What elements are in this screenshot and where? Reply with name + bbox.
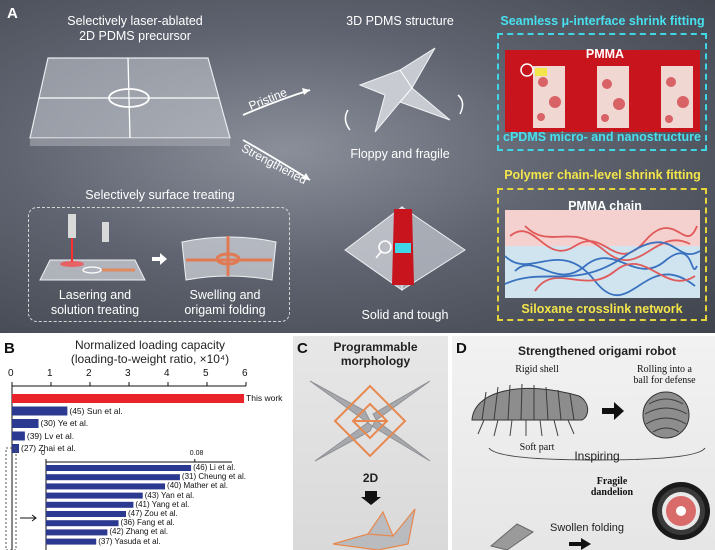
seamless-title: Seamless μ-interface shrink fitting xyxy=(500,14,705,28)
origami-2d-sheet xyxy=(309,380,431,462)
floppy-label: Floppy and fragile xyxy=(350,147,450,161)
siloxane-label: Siloxane crosslink network xyxy=(521,302,683,316)
right-arrow-icon-2 xyxy=(569,538,591,550)
main-tick-label: 2 xyxy=(86,368,92,379)
pmma-chain-label: PMMA chain xyxy=(568,199,642,213)
main-tick-label: 4 xyxy=(164,368,170,379)
main-tick-label: 3 xyxy=(125,368,131,379)
bar-2 xyxy=(12,419,39,428)
panel-d: D Strengthened origami robot Rigid shell… xyxy=(452,336,715,550)
rolling-label: Rolling into a ball for defense xyxy=(633,364,696,386)
bar-3 xyxy=(12,431,25,441)
inset-bar-label-2: (40) Mather et al. xyxy=(167,481,228,491)
main-tick-label: 5 xyxy=(203,368,209,379)
down-arrow-icon xyxy=(361,491,381,505)
bar-label-2: (30) Ye et al. xyxy=(40,418,89,428)
inset-bar-label-3: (43) Yan et al. xyxy=(144,490,195,500)
main-tick-label: 6 xyxy=(242,368,248,379)
bar-0 xyxy=(12,394,245,403)
pdms-precursor-sheet xyxy=(29,57,231,146)
fragile-label: Fragile dandelion xyxy=(590,476,634,498)
morphology-title: Programmable morphology xyxy=(333,340,418,368)
chart-title: Normalized loading capacity xyxy=(74,338,226,352)
bar-label-1: (45) Sun et al. xyxy=(69,405,123,416)
zoom-region xyxy=(5,447,17,550)
label-2d: 2D xyxy=(362,471,379,485)
chain-title: Polymer chain-level shrink fitting xyxy=(504,168,701,182)
chart-subtitle: (loading-to-weight ratio, ×10⁴) xyxy=(70,352,230,366)
bar-label-4: (27) Zhai et al. xyxy=(21,443,76,453)
inset-tick-label: 0 xyxy=(41,450,45,457)
bar-1 xyxy=(12,406,68,416)
cpdms-label: cPDMS micro- and nanostructure xyxy=(503,130,701,144)
inspiring-bracket xyxy=(488,447,706,461)
inset-bar-label-4: (41) Yang et al. xyxy=(135,499,190,509)
inset-bar-label-0: (46) Li et al. xyxy=(193,463,236,472)
panel-b-label: B xyxy=(4,340,15,357)
loading-capacity-chart xyxy=(5,382,247,550)
inset-bar-6 xyxy=(46,520,119,527)
panel-c-label: C xyxy=(297,340,308,357)
structure-title: 3D PDMS structure xyxy=(346,14,454,28)
panel-a-label: A xyxy=(7,5,18,22)
swollen-label: Swollen folding xyxy=(550,522,624,534)
inset-bar-label-5: (47) Zou et al. xyxy=(127,509,178,518)
cpdms-interface-image xyxy=(505,50,700,132)
origami-crane xyxy=(332,508,416,550)
surface-treating-box xyxy=(28,207,290,322)
robot-title: Strengthened origami robot xyxy=(517,344,676,358)
inset-bar-label-6: (36) Fang et al. xyxy=(120,518,175,528)
inset-bar-3 xyxy=(46,492,143,499)
solid-label: Solid and tough xyxy=(361,308,449,322)
rolled-ball-illustration xyxy=(642,391,690,439)
lasering-label: Lasering and solution treating xyxy=(50,288,140,317)
inset-bar-0 xyxy=(46,465,192,471)
panel-d-label: D xyxy=(456,340,467,357)
chain-box xyxy=(497,188,707,321)
inset-bar-7 xyxy=(46,529,108,536)
bar-label-3: (39) Lv et al. xyxy=(26,430,75,441)
panel-a: A Selectively laser-ablated 2D PDMS prec… xyxy=(0,0,715,333)
bar-label-0: This work xyxy=(246,393,283,403)
inset-bar-5 xyxy=(46,511,126,517)
branch-arrows xyxy=(242,88,311,181)
pmma-label: PMMA xyxy=(585,47,625,61)
main-tick-label: 1 xyxy=(47,368,53,379)
panel-c: C Programmable morphology 2D xyxy=(293,336,448,550)
inset-bar-label-1: (31) Cheung et al. xyxy=(181,472,246,482)
right-arrow-icon xyxy=(602,402,624,420)
surface-title: Selectively surface treating xyxy=(85,188,235,202)
zoom-arrow-icon xyxy=(20,514,37,522)
rigid-shell-label: Rigid shell xyxy=(515,364,559,375)
seamless-box xyxy=(497,33,707,151)
solid-structure xyxy=(344,205,466,291)
panel-b: B Normalized loading capacity (loading-t… xyxy=(0,336,290,550)
inset-bar-label-7: (42) Zhang et al. xyxy=(109,527,169,537)
treating-illustration xyxy=(39,214,277,281)
dandelion-wheel-illustration xyxy=(652,482,710,540)
inset-tick-label: 0.08 xyxy=(189,450,204,457)
inset-bar-1 xyxy=(46,474,180,481)
main-tick-label: 0 xyxy=(8,368,14,379)
floppy-structure xyxy=(344,47,464,133)
swelling-label: Swelling and origami folding xyxy=(184,288,266,317)
inset-bar-8 xyxy=(46,538,97,545)
inset-bar-2 xyxy=(46,483,166,490)
swollen-sheet-illustration xyxy=(489,523,534,550)
soft-part-label: Soft part xyxy=(519,442,555,453)
inset-bar-4 xyxy=(46,501,134,508)
polymer-chain-image xyxy=(504,210,701,298)
pillbug-illustration xyxy=(471,383,589,437)
inspiring-label: Inspiring xyxy=(574,449,620,463)
precursor-title: Selectively laser-ablated 2D PDMS precur… xyxy=(67,14,203,43)
inset-bar-label-8: (37) Yasuda et al. xyxy=(98,536,161,546)
